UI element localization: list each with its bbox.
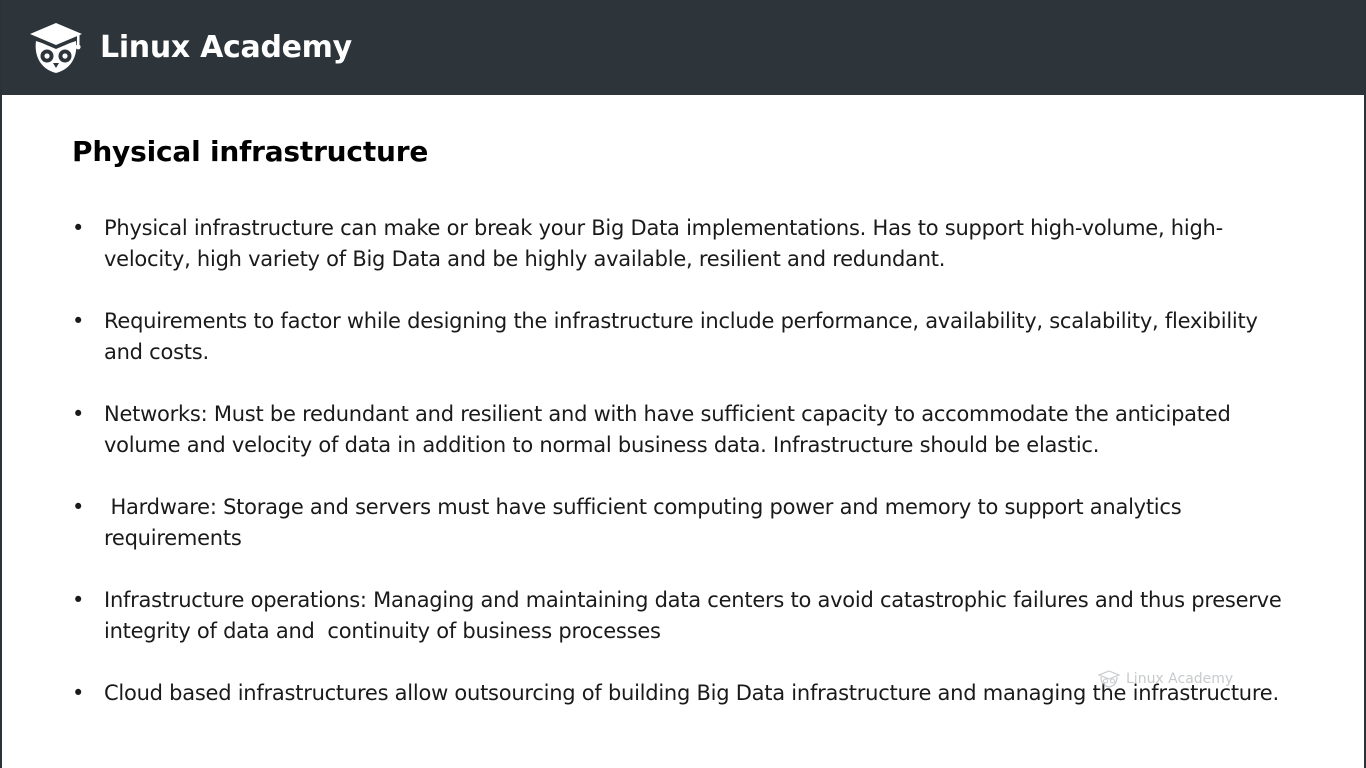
bullet-text: Infrastructure operations: Managing and …: [104, 588, 1288, 643]
bullet-dot-icon: •: [72, 681, 85, 705]
header-bar: Linux Academy: [2, 0, 1364, 95]
brand-logo: Linux Academy: [28, 21, 352, 75]
bullet-item: • Cloud based infrastructures allow outs…: [72, 678, 1282, 709]
brand-name: Linux Academy: [100, 30, 352, 65]
watermark: Linux Academy: [1098, 670, 1233, 688]
bullet-text: Physical infrastructure can make or brea…: [104, 216, 1223, 271]
bullet-dot-icon: •: [72, 495, 85, 519]
bullet-item: • Infrastructure operations: Managing an…: [72, 585, 1282, 647]
bullet-text: Cloud based infrastructures allow outsou…: [104, 681, 1279, 705]
bullet-item: • Hardware: Storage and servers must hav…: [72, 492, 1282, 554]
bullet-dot-icon: •: [72, 402, 85, 426]
bullet-text: Networks: Must be redundant and resilien…: [104, 402, 1231, 457]
bullet-item: • Networks: Must be redundant and resili…: [72, 399, 1282, 461]
bullet-list: • Physical infrastructure can make or br…: [72, 213, 1282, 740]
slide-content: Physical infrastructure • Physical infra…: [2, 95, 1364, 768]
bullet-item: • Requirements to factor while designing…: [72, 306, 1282, 368]
bullet-text: Requirements to factor while designing t…: [104, 309, 1258, 364]
slide-title: Physical infrastructure: [72, 135, 429, 168]
owl-watermark-icon: [1098, 670, 1120, 688]
bullet-dot-icon: •: [72, 309, 85, 333]
owl-graduation-cap-icon: [30, 22, 82, 73]
bullet-dot-icon: •: [72, 588, 85, 612]
bullet-text: Hardware: Storage and servers must have …: [104, 495, 1188, 550]
bullet-item: • Physical infrastructure can make or br…: [72, 213, 1282, 275]
watermark-text: Linux Academy: [1126, 671, 1234, 687]
bullet-dot-icon: •: [72, 216, 85, 240]
